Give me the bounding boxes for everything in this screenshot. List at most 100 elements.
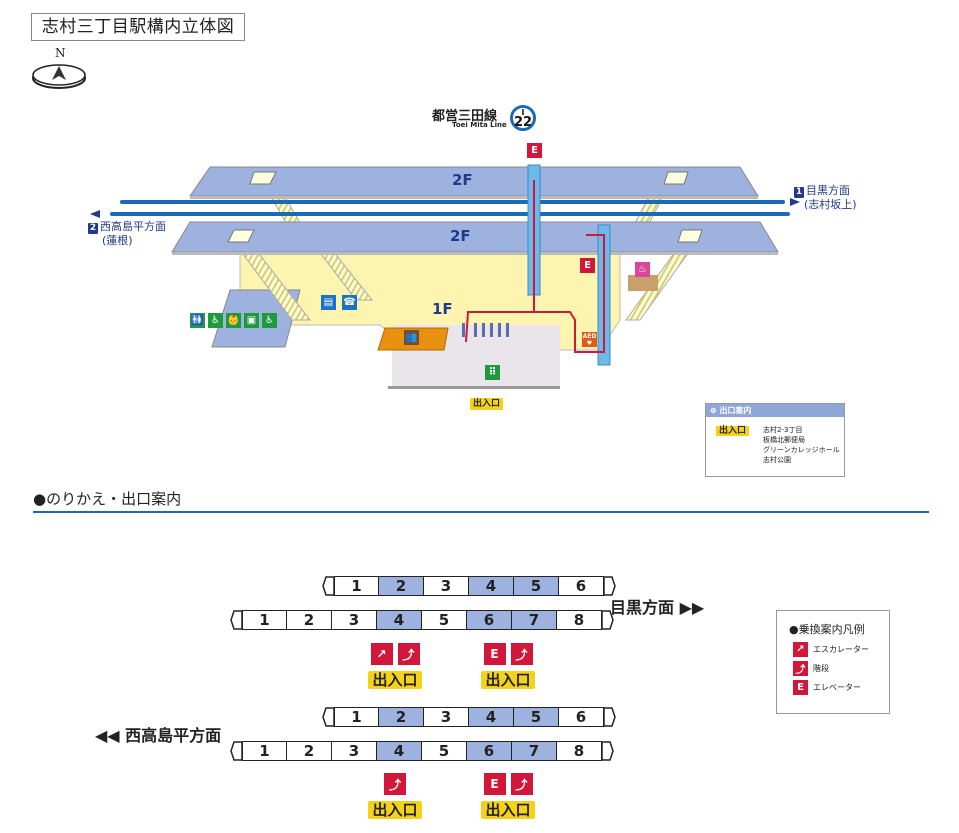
direction-label: 目黒方面 xyxy=(806,184,850,197)
legend-title: ●乗換案内凡例 xyxy=(789,623,865,636)
legend-item: ⤴ 階段 xyxy=(793,661,889,676)
floor-label-2f-lower: 2F xyxy=(450,227,471,245)
train-front-right xyxy=(602,610,614,630)
elevator-icon: E xyxy=(580,258,595,273)
page-title: 志村三丁目駅構内立体図 xyxy=(31,13,245,41)
train-car-2: 2 xyxy=(287,741,332,761)
train-front-right xyxy=(604,576,616,596)
accessible-toilet-icon: ♿ xyxy=(208,313,223,328)
exit-label: 出入口 xyxy=(368,801,422,819)
transfer-legend: ●乗換案内凡例 ↗ エスカレーター ⤴ 階段 E エレベーター xyxy=(776,610,890,714)
exit-place: 板橋北郵便局 xyxy=(763,436,806,444)
train-car-6: 6 xyxy=(467,610,512,630)
waiting-area xyxy=(628,275,658,291)
train-front-left xyxy=(322,576,334,596)
train-car-5: 5 xyxy=(514,707,559,727)
exit-place: 志村公園 xyxy=(763,456,792,464)
elevator-icon: E xyxy=(527,143,542,158)
fare-gates xyxy=(462,323,509,337)
train-car-1: 1 xyxy=(334,707,379,727)
stairs-icon: ⤴ xyxy=(384,773,406,795)
stairs-icon: ⤴ xyxy=(793,661,808,676)
exit-label: 出入口 xyxy=(470,398,504,410)
stairs-icon: ⤴ xyxy=(510,773,533,795)
rail-upper xyxy=(120,200,785,204)
train-car-2: 2 xyxy=(379,576,424,596)
exit-label: 出入口 xyxy=(481,671,535,689)
aed-icon: AED♥ xyxy=(582,332,597,347)
floor-label-1f: 1F xyxy=(432,300,453,318)
train-car-3: 3 xyxy=(424,576,469,596)
train-car-3: 3 xyxy=(424,707,469,727)
elevator-icon: E xyxy=(483,773,506,795)
phone-icon: ☎ xyxy=(342,295,357,310)
direction-sub: (志村坂上) xyxy=(804,198,857,211)
rail-lower xyxy=(110,212,790,216)
exit-info-header: ⊕ 出口案内 xyxy=(706,404,844,417)
train-car-2: 2 xyxy=(379,707,424,727)
waiting-room-icon: ♨ xyxy=(635,262,650,277)
station-number-badge: I 22 xyxy=(510,105,536,131)
exit-group: E ⤴ 出入口 xyxy=(479,773,537,821)
elevator-icon: E xyxy=(793,680,808,695)
train-front-right xyxy=(602,741,614,761)
train-car-4: 4 xyxy=(377,741,422,761)
direction-nishitakashimadaira-label: ◀◀ 西高島平方面 xyxy=(95,726,222,745)
transfer-heading: ●のりかえ・出口案内 xyxy=(33,490,182,508)
train-car-8: 8 xyxy=(557,610,602,630)
train-front-left xyxy=(230,610,242,630)
legend-label: 階段 xyxy=(813,664,829,673)
direction-meguro-label: 目黒方面 ▶▶ xyxy=(610,598,705,617)
legend-item: E エレベーター xyxy=(793,680,889,695)
baby-room-icon: 👶 xyxy=(226,313,241,328)
compass-north-label: N xyxy=(55,46,66,60)
exit-place: 志村2-3丁目 xyxy=(763,426,803,434)
train-front-left xyxy=(322,707,334,727)
elevator-icon: E xyxy=(483,643,506,665)
train-car-5: 5 xyxy=(422,741,467,761)
exit-place: グリーンカレッジホール xyxy=(763,446,840,454)
train-front-right xyxy=(604,707,616,727)
train-car-5: 5 xyxy=(514,576,559,596)
station-3d-diagram xyxy=(90,164,800,389)
exit-group: ⤴ 出入口 xyxy=(366,773,424,821)
train-car-2: 2 xyxy=(287,610,332,630)
ticket-office-icon: 👥 xyxy=(404,330,419,345)
train-car-5: 5 xyxy=(422,610,467,630)
train-car-7: 7 xyxy=(512,610,557,630)
legend-label: エスカレーター xyxy=(813,645,869,654)
train-car-6: 6 xyxy=(559,707,604,727)
exit-info-box: ⊕ 出口案内 出入口 志村2-3丁目 板橋北郵便局 グリーンカレッジホール 志村… xyxy=(705,403,845,477)
exit-label: 出入口 xyxy=(368,671,422,689)
train-car-3: 3 xyxy=(332,610,377,630)
direction-sub: (蓮根) xyxy=(102,234,133,247)
escalator-icon: ↗ xyxy=(370,643,393,665)
ticket-machine-icon: ⠿ xyxy=(485,365,500,380)
exit-info-tag: 出入口 xyxy=(716,426,750,436)
ostomate-icon: ▣ xyxy=(244,313,259,328)
facility-icons: 🚻 ♿ 👶 ▣ ♿ xyxy=(190,313,277,328)
restroom-icon: 🚻 xyxy=(190,313,205,328)
train-car-7: 7 xyxy=(512,741,557,761)
train-car-3: 3 xyxy=(332,741,377,761)
train-car-1: 1 xyxy=(242,610,287,630)
line-code: I xyxy=(521,108,525,117)
direction-badge: 1 xyxy=(794,187,804,198)
station-number: 22 xyxy=(513,115,533,130)
direction-badge: 2 xyxy=(88,223,98,234)
exit-group: E ⤴ 出入口 xyxy=(479,643,537,691)
floor-label-2f-upper: 2F xyxy=(452,171,473,189)
train-car-4: 4 xyxy=(377,610,422,630)
train-car-4: 4 xyxy=(469,707,514,727)
direction-label: 西高島平方面 xyxy=(100,220,166,233)
stairs-icon: ⤴ xyxy=(510,643,533,665)
train-car-6: 6 xyxy=(559,576,604,596)
train-car-4: 4 xyxy=(469,576,514,596)
train-car-6: 6 xyxy=(467,741,512,761)
escalator-icon: ↗ xyxy=(793,642,808,657)
